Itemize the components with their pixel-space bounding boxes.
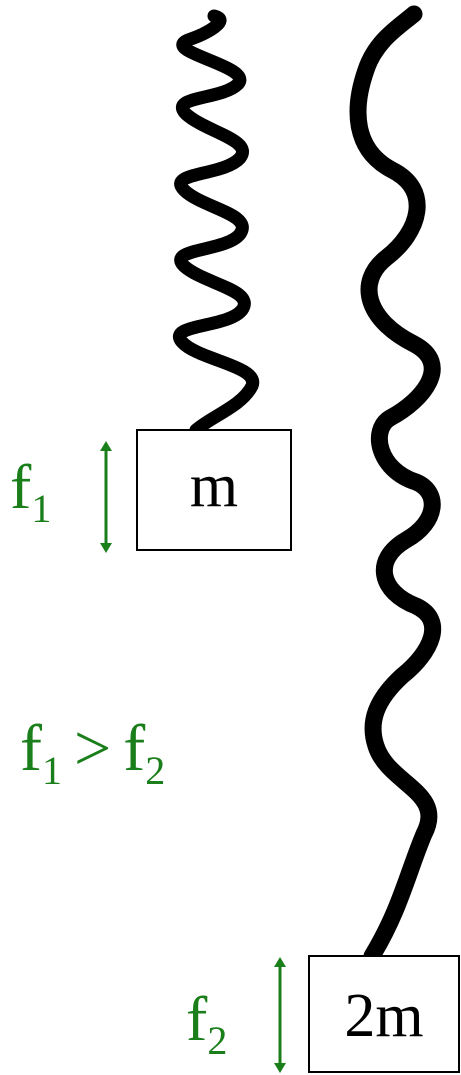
- mass-label-large: 2m: [344, 982, 423, 1050]
- relation-operator: >: [74, 712, 111, 785]
- frequency-relation: f1>f2: [20, 712, 165, 793]
- f2-base: f: [186, 983, 208, 1054]
- mass-box-small: [136, 429, 292, 551]
- relation-left-base: f: [20, 712, 42, 785]
- long-spring: [349, 5, 442, 965]
- f1-subscript: 1: [31, 486, 51, 531]
- short-spring: [172, 9, 260, 437]
- f1-base: f: [10, 451, 32, 522]
- f2-subscript: 2: [207, 1018, 227, 1063]
- mass-label-small: m: [190, 452, 238, 520]
- relation-right-subscript: 2: [145, 748, 165, 793]
- relation-right-base: f: [123, 712, 145, 785]
- mass-box-large: [308, 955, 460, 1073]
- f1-label: f1: [10, 451, 51, 531]
- relation-left-subscript: 1: [42, 748, 62, 793]
- f2-label: f2: [186, 983, 227, 1063]
